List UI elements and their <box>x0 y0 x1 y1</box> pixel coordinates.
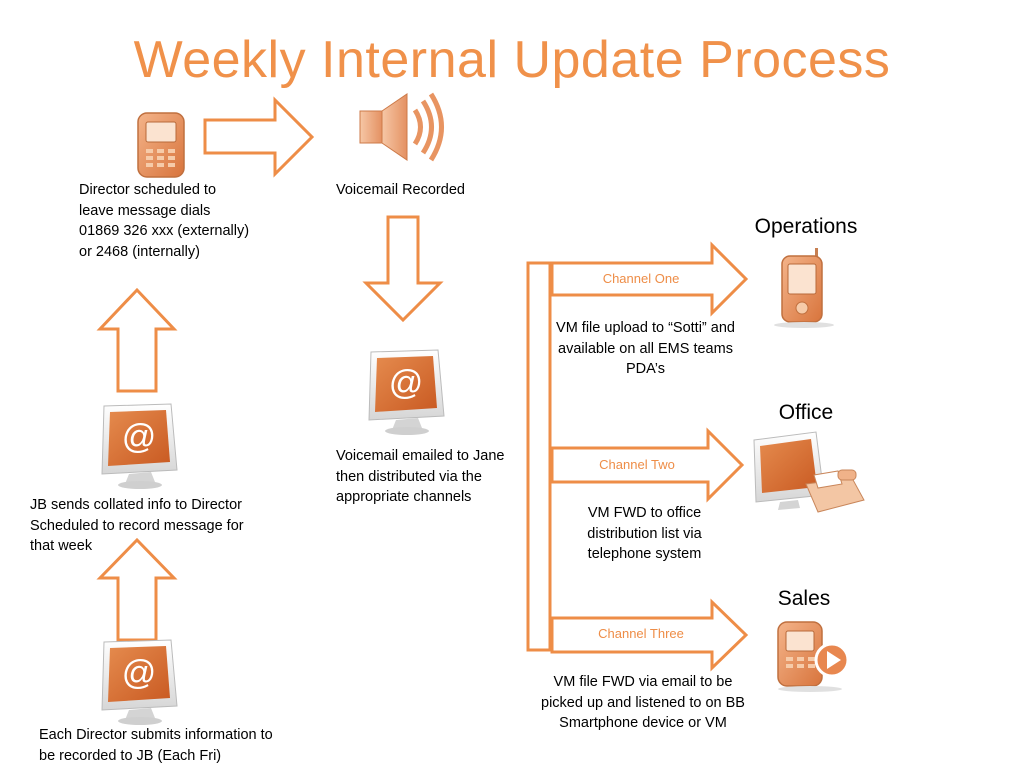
monitor-fax-icon <box>753 431 865 513</box>
target-operations: Operations <box>754 215 858 238</box>
arrow-down-to-email <box>362 215 444 323</box>
arrow-up-to-director <box>96 287 178 393</box>
channel-two-label: Channel Two <box>599 457 675 472</box>
at-sign-glyph: @ <box>389 364 424 402</box>
page-title: Weekly Internal Update Process <box>133 31 891 89</box>
step-director-dials: Director scheduled to leave message dial… <box>79 182 250 260</box>
arrow-up-to-jb <box>96 537 178 642</box>
pda-icon <box>774 248 834 328</box>
smartphone-play-icon <box>777 621 850 692</box>
email-monitor-icon <box>101 403 178 489</box>
channel-two-description: VM FWD to office distribution list via t… <box>587 505 702 562</box>
step-voicemail-emailed: Voicemail emailed to Jane then distribut… <box>336 448 505 505</box>
arrow-channel-two <box>550 427 745 503</box>
at-sign-glyph: @ <box>122 418 157 456</box>
target-sales: Sales <box>777 587 831 610</box>
channel-three-description: VM file FWD via email to be picked up an… <box>541 674 745 731</box>
channel-one-description: VM file upload to “Sotti” and available … <box>556 320 735 377</box>
phone-icon <box>137 112 185 178</box>
channel-three-label: Channel Three <box>598 626 684 641</box>
step-each-director: Each Director submits information to be … <box>39 727 273 764</box>
target-office: Office <box>778 401 834 424</box>
arrow-channel-three <box>550 598 749 672</box>
speaker-icon <box>359 92 444 162</box>
at-sign-glyph: @ <box>122 654 157 692</box>
step-voicemail-recorded: Voicemail Recorded <box>336 182 465 198</box>
distribution-bracket <box>526 261 552 652</box>
arrow-right-to-voicemail <box>203 96 315 178</box>
email-monitor-icon <box>368 349 445 435</box>
email-monitor-icon <box>101 639 178 725</box>
step-jb-sends: JB sends collated info to Director Sched… <box>30 497 244 554</box>
arrow-channel-one <box>550 241 749 317</box>
channel-one-label: Channel One <box>602 271 680 286</box>
